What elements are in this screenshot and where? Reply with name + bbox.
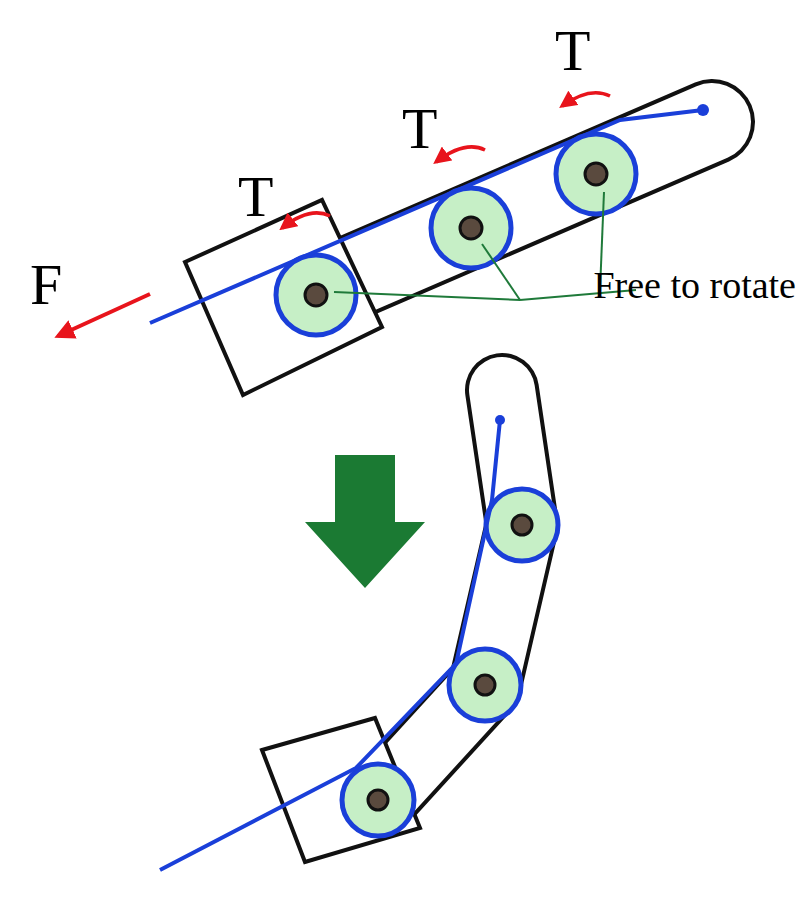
pulley	[276, 255, 356, 335]
pulley	[449, 649, 521, 721]
note-label: Free to rotate	[593, 266, 796, 304]
tension-arrow	[282, 213, 330, 228]
tension-arrow	[436, 147, 485, 162]
tension-label: T	[402, 100, 437, 158]
pulley	[486, 489, 558, 561]
transition-arrow	[305, 455, 425, 588]
tension-label: T	[238, 168, 273, 226]
base-block	[185, 200, 382, 395]
pulley	[342, 764, 414, 836]
tension-arrow	[562, 93, 610, 106]
tendon-anchor	[697, 104, 709, 116]
tendon-anchor	[495, 415, 505, 425]
pulley	[431, 188, 511, 268]
finger-link	[380, 390, 522, 800]
leader-line	[334, 192, 636, 300]
base-block	[262, 718, 420, 862]
tension-label: T	[555, 22, 590, 80]
force-arrow	[58, 294, 150, 336]
force-label: F	[30, 256, 62, 314]
pulley	[556, 134, 636, 214]
tendon	[160, 420, 500, 870]
